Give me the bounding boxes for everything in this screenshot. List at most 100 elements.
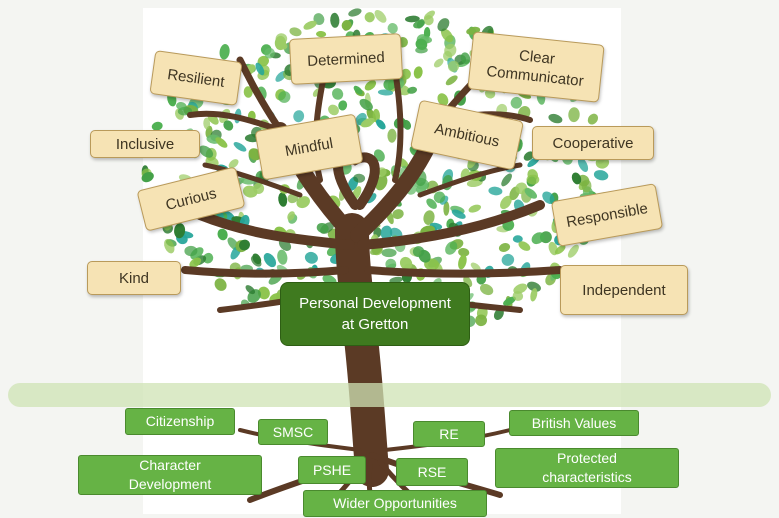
hand-leaf [468,204,482,213]
hand-leaf [426,198,437,209]
hand-leaf [359,98,373,111]
hand-leaf [512,235,523,243]
page-title: Personal Development at Gretton [299,295,451,333]
hand-leaf [228,159,239,169]
hand-leaf [289,27,302,37]
hand-leaf [364,12,375,23]
hand-leaf [458,254,467,270]
hand-leaf [372,108,381,123]
hand-leaf [405,15,420,23]
value-card-independent: Independent [560,265,688,315]
hand-leaf [377,89,394,96]
hand-leaf [488,186,503,196]
hand-leaf [423,210,435,225]
hand-leaf [263,253,277,268]
hand-leaf [245,285,256,295]
hand-leaf [223,120,234,131]
value-label: Kind [118,269,150,287]
hand-leaf [503,296,516,306]
hand-leaf [524,188,538,199]
value-label: Resilient [166,65,226,91]
value-label: Independent [582,281,666,299]
root-card-smsc: SMSC [258,419,328,445]
value-label: Curious [163,184,219,214]
root-card-protected-characteristics: Protected characteristics [495,448,679,488]
hand-leaf [512,291,524,301]
hand-leaf [203,117,211,130]
hand-leaf [400,68,411,80]
hand-leaf [479,283,494,296]
hand-leaf [501,173,512,187]
hand-leaf [257,286,270,300]
hand-leaf [255,62,265,76]
hand-leaf [587,113,599,125]
hand-leaf [501,253,515,266]
root-label: Protected characteristics [542,450,632,485]
hand-leaf [278,91,291,103]
hand-leaf [568,107,580,123]
hand-leaf [331,88,344,100]
hand-leaf [475,314,487,327]
hand-leaf [293,110,305,123]
hand-leaf [542,191,555,204]
hand-leaf [316,30,327,38]
hand-leaf [189,257,202,268]
value-card-inclusive: Inclusive [90,130,200,158]
hand-leaf [328,104,339,116]
root-label: PSHE [312,461,352,478]
hand-leaf [548,241,558,256]
hand-leaf [375,119,386,130]
hand-leaf [415,38,428,50]
value-label: Mindful [283,134,335,160]
value-label: Ambitious [433,119,501,151]
root-card-rse: RSE [396,458,468,486]
hand-leaf [416,18,425,29]
hand-leaf [217,228,228,241]
hand-leaf [304,251,318,264]
hand-leaf [593,170,609,181]
hand-leaf [433,191,446,204]
hand-leaf [444,43,457,57]
root-card-re: RE [413,421,485,447]
hand-leaf [353,173,366,183]
hand-leaf [264,47,275,59]
root-label: Citizenship [145,413,215,429]
hand-leaf [243,86,253,98]
hand-leaf [567,244,579,258]
center-title-box: Personal Development at Gretton [280,282,470,346]
hand-leaf [348,8,362,17]
hand-leaf [437,18,450,32]
hand-leaf [219,44,230,60]
hand-leaf [383,78,396,91]
hand-leaf [239,239,250,251]
value-label: Determined [306,48,386,70]
hand-leaf [338,100,348,111]
root-label: British Values [531,414,617,431]
hand-leaf [447,60,460,72]
hand-leaf [577,157,589,172]
hand-leaf [443,201,450,216]
root-label: RSE [417,463,447,480]
hand-leaf [257,55,269,67]
hand-leaf [303,20,317,30]
hand-leaf [287,211,295,221]
hand-leaf [381,248,397,258]
hand-leaf [389,276,403,284]
value-label: Responsible [564,199,650,231]
hand-leaf [380,225,393,240]
hand-leaf [440,28,454,43]
root-card-british-values: British Values [509,410,639,436]
value-label: Cooperative [552,134,634,152]
hand-leaf [199,145,214,158]
hand-leaf [413,66,423,79]
hand-leaf [277,249,288,265]
hand-leaf [423,15,434,26]
root-label: Wider Opportunities [333,495,457,511]
hand-leaf [399,256,413,270]
hand-leaf [316,222,329,234]
root-card-pshe: PSHE [298,456,366,484]
hand-leaf [530,288,538,302]
hand-leaf [364,80,377,91]
hand-leaf [498,243,511,252]
hand-leaf [164,239,175,254]
